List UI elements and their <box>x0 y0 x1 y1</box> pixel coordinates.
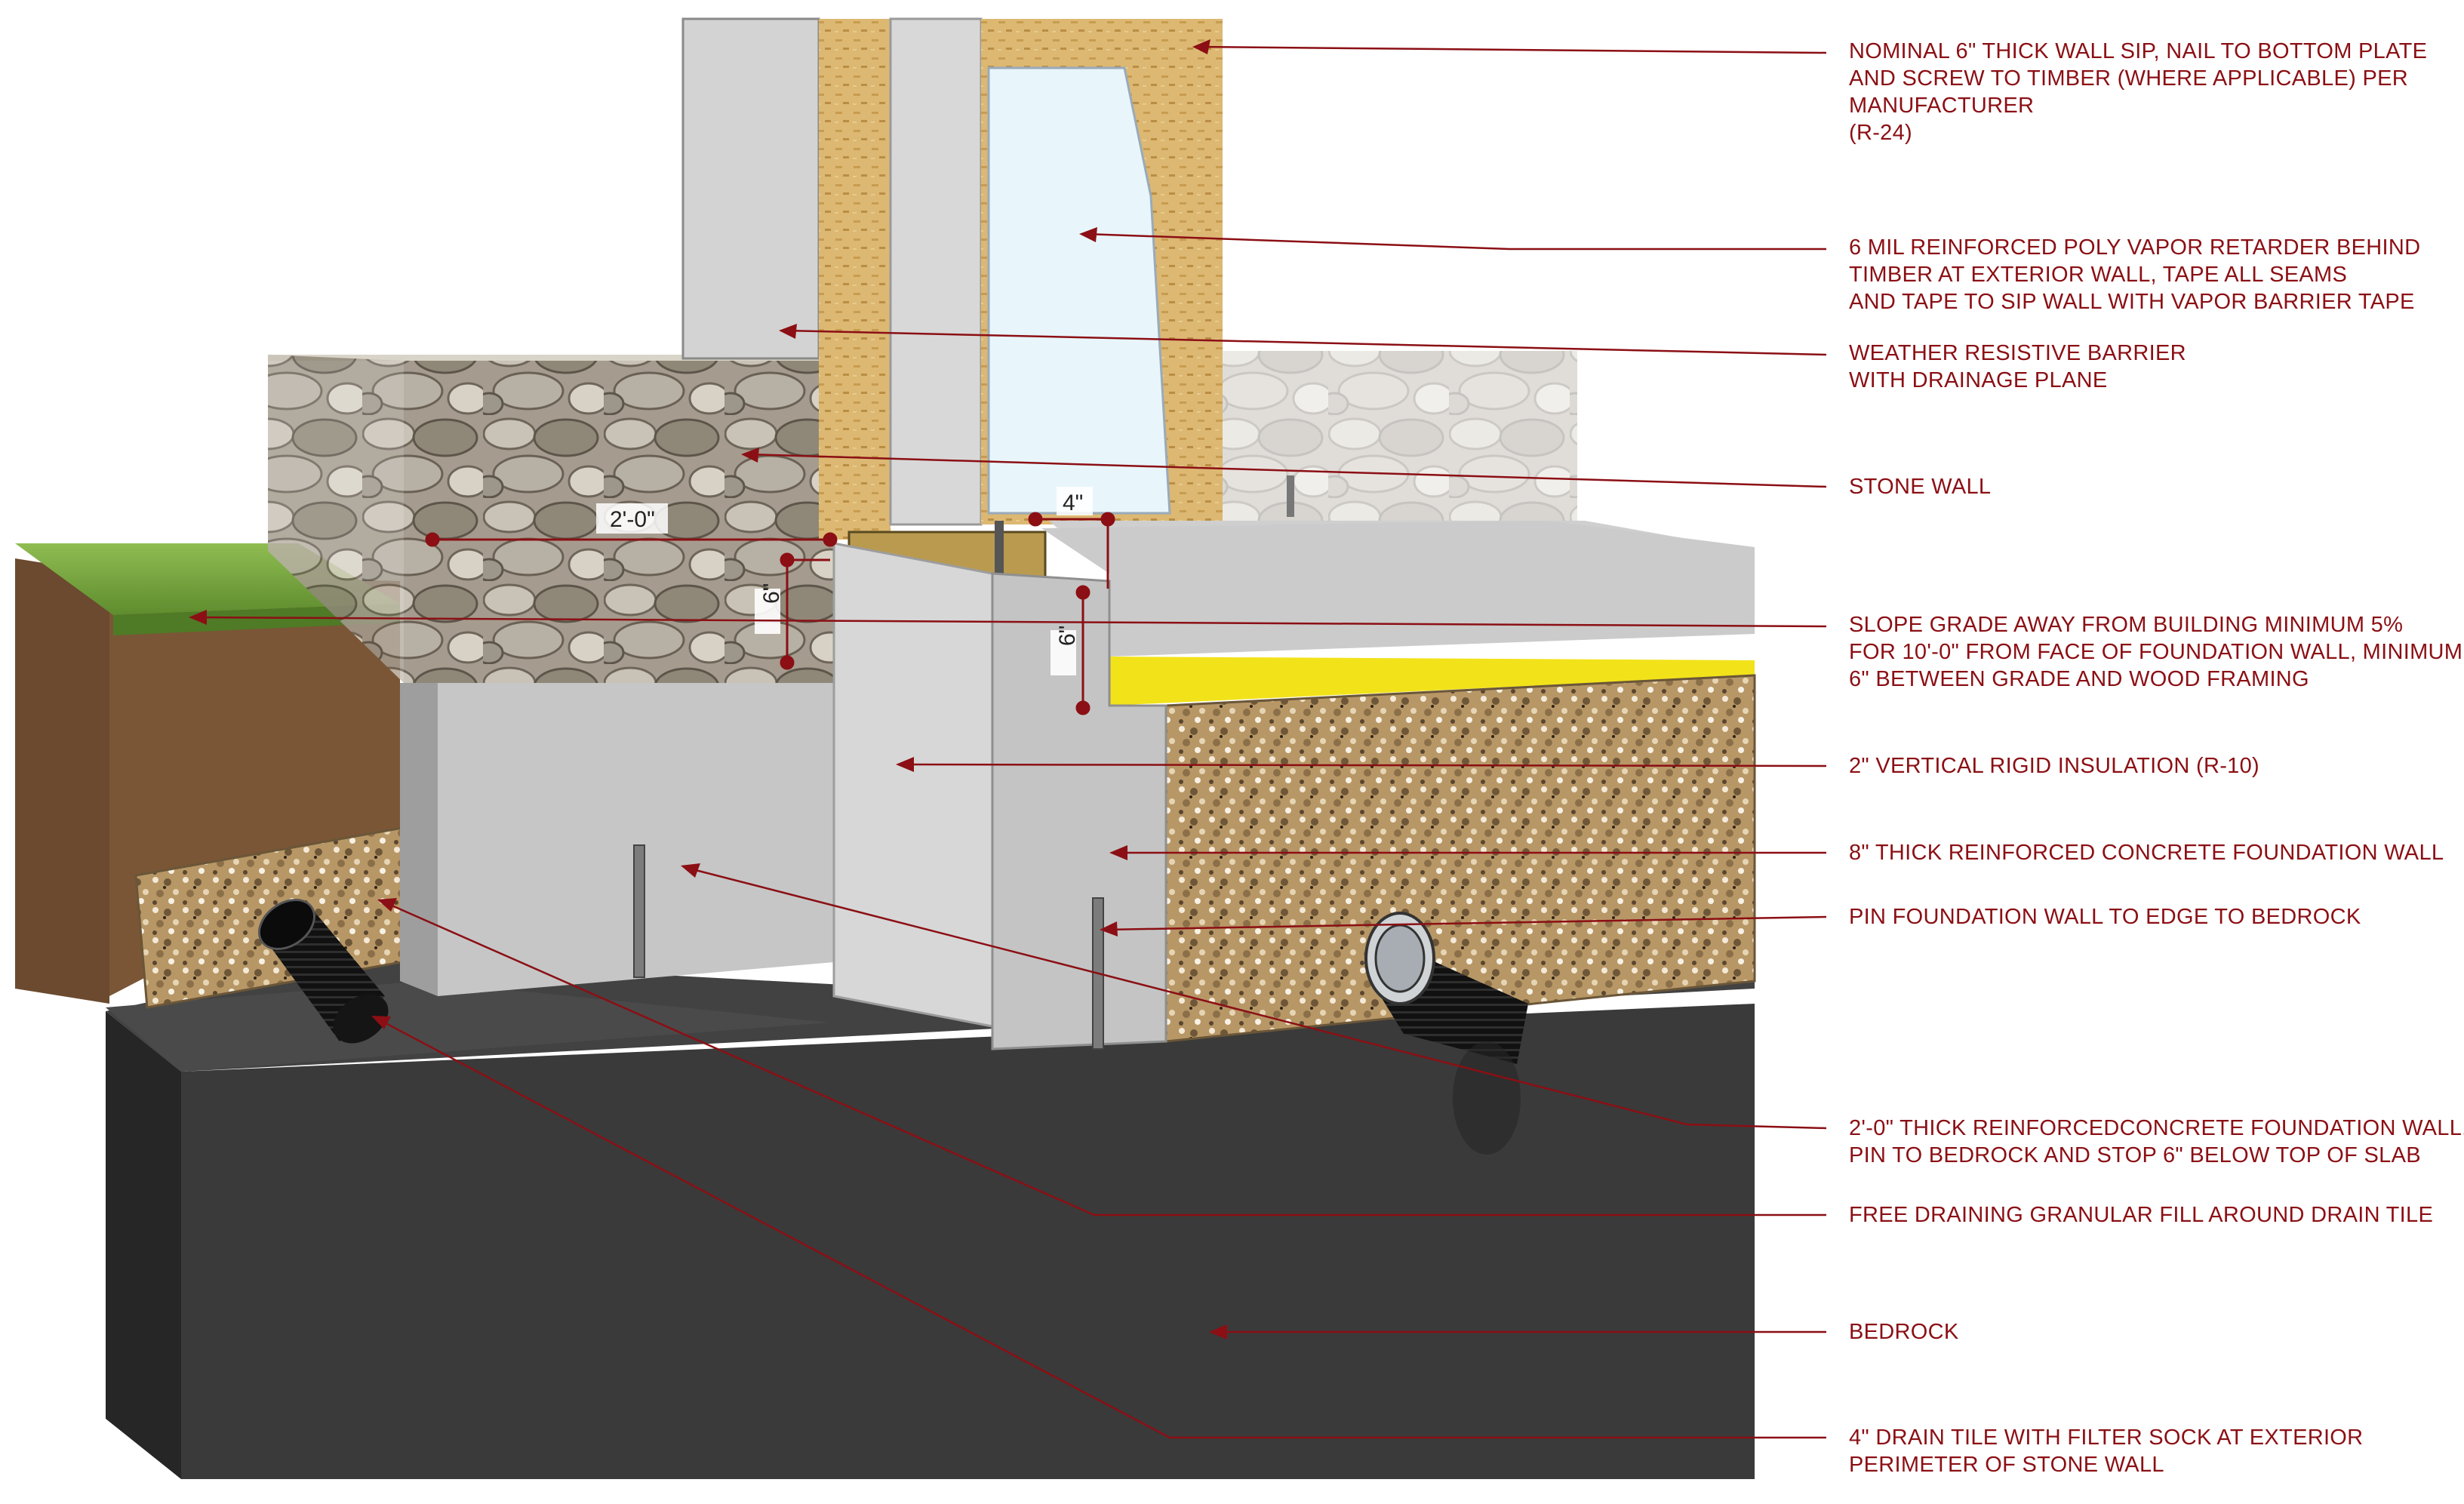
callout-vapor-line-1: 6 MIL REINFORCED POLY VAPOR RETARDER BEH… <box>1849 235 2421 260</box>
dimension-grade-framing <box>780 552 830 670</box>
callout-stone: STONE WALL <box>1849 473 1991 500</box>
sip-timber-post <box>889 17 983 526</box>
concrete-foundation-24-side <box>400 683 438 996</box>
slab-edge-insulation <box>1109 657 1755 706</box>
callout-wrb-line-1: WEATHER RESISTIVE BARRIER <box>1849 341 2186 365</box>
leader-sip <box>1198 45 1827 54</box>
leader-arrowheads <box>189 39 1227 1339</box>
callout-foundation8-line-1: 8" THICK REINFORCED CONCRETE FOUNDATION … <box>1849 841 2444 865</box>
callout-sip-line-2: AND SCREW TO TIMBER (WHERE APPLICABLE) P… <box>1849 66 2408 91</box>
callout-vapor: 6 MIL REINFORCED POLY VAPOR RETARDER BEH… <box>1849 234 2420 315</box>
leader-foundation24 <box>686 866 1827 1130</box>
callout-foundation24: 2'-0" THICK REINFORCEDCONCRETE FOUNDATIO… <box>1849 1115 2464 1169</box>
callout-sip-line-4: (R-24) <box>1849 121 1912 145</box>
bedrock-front <box>181 1004 1755 1479</box>
arrow-stone <box>741 448 759 463</box>
dimension-stone-width-label: 2'-0" <box>610 507 655 532</box>
callout-grade-line-3: 6" BETWEEN GRADE AND WOOD FRAMING <box>1849 667 2309 691</box>
arrow-foundation24 <box>681 863 700 878</box>
callout-foundation8: 8" THICK REINFORCED CONCRETE FOUNDATION … <box>1849 839 2444 866</box>
callout-bedrock: BEDROCK <box>1849 1318 1959 1346</box>
callout-granular-line-1: FREE DRAINING GRANULAR FILL AROUND DRAIN… <box>1849 1203 2434 1227</box>
leader-wrb <box>784 329 1827 356</box>
dimension-label-bg-drop <box>1051 630 1076 675</box>
arrow-foundation8 <box>1109 845 1127 860</box>
anchor-bolt <box>995 521 1004 574</box>
callout-vapor-line-3: AND TAPE TO SIP WALL WITH VAPOR BARRIER … <box>1849 290 2415 314</box>
drain-tile-right <box>1364 912 1528 1155</box>
stone-wall-side <box>268 355 404 683</box>
dimension-stone-width <box>425 532 838 547</box>
leader-rigid <box>901 763 1827 767</box>
callout-draintile: 4" DRAIN TILE WITH FILTER SOCK AT EXTERI… <box>1849 1424 2363 1478</box>
soil-block <box>15 558 109 1004</box>
arrow-granular <box>377 898 397 912</box>
stone-wall-background <box>1207 351 1577 524</box>
callout-foundation24-line-1: 2'-0" THICK REINFORCEDCONCRETE FOUNDATIO… <box>1849 1116 2464 1140</box>
sip-osb-outer <box>819 19 891 540</box>
arrow-draintile <box>371 1016 391 1029</box>
callout-grade: SLOPE GRADE AWAY FROM BUILDING MINIMUM 5… <box>1849 611 2462 693</box>
leader-lines <box>194 45 1827 1439</box>
vapor-retarder-window <box>987 66 1171 515</box>
dimension-slab-drop-label: 6" <box>1055 626 1080 646</box>
callout-foundation24-line-2: PIN TO BEDROCK AND STOP 6" BELOW TOP OF … <box>1849 1143 2421 1167</box>
callout-pin-line-1: PIN FOUNDATION WALL TO EDGE TO BEDROCK <box>1849 905 2361 929</box>
sip-panel-left <box>681 17 820 360</box>
callout-sip-line-1: NOMINAL 6" THICK WALL SIP, NAIL TO BOTTO… <box>1849 39 2428 63</box>
dimension-label-bg-offset <box>1057 487 1093 515</box>
anchor-bolt-back <box>1287 475 1294 517</box>
callout-draintile-line-2: PERIMETER OF STONE WALL <box>1849 1453 2164 1477</box>
arrow-grade <box>189 610 207 625</box>
dimension-grade-framing-label: 6" <box>759 583 784 604</box>
arrow-pin <box>1100 921 1118 937</box>
grass-front <box>113 604 400 635</box>
leader-granular <box>383 900 1826 1216</box>
callout-vapor-line-2: TIMBER AT EXTERIOR WALL, TAPE ALL SEAMS <box>1849 263 2348 287</box>
bedrock-side <box>106 1011 181 1479</box>
rigid-insulation <box>832 542 994 1028</box>
arrow-rigid <box>896 757 914 772</box>
dimension-label-bg-stone <box>596 503 668 534</box>
dimension-label-bg-grade <box>755 589 780 634</box>
callout-grade-line-2: FOR 10'-0" FROM FACE OF FOUNDATION WALL,… <box>1849 640 2463 664</box>
callout-sip-line-3: MANUFACTURER <box>1849 94 2035 118</box>
drain-tile-left <box>258 899 389 1044</box>
callout-pin: PIN FOUNDATION WALL TO EDGE TO BEDROCK <box>1849 903 2361 930</box>
arrow-bedrock <box>1209 1324 1227 1339</box>
slab-top-main <box>1041 521 1755 657</box>
callout-rigid-line-1: 2" VERTICAL RIGID INSULATION (R-10) <box>1849 754 2259 778</box>
callout-bedrock-line-1: BEDROCK <box>1849 1320 1959 1344</box>
pin-rebar-left <box>633 844 645 978</box>
leader-grade <box>194 616 1827 628</box>
callout-draintile-line-1: 4" DRAIN TILE WITH FILTER SOCK AT EXTERI… <box>1849 1426 2364 1450</box>
dimension-slab-offset-label: 4" <box>1063 491 1083 515</box>
callout-stone-line-1: STONE WALL <box>1849 475 1992 499</box>
concrete-foundation-24 <box>400 683 834 996</box>
bedrock-top-plane <box>106 981 830 1072</box>
callout-granular: FREE DRAINING GRANULAR FILL AROUND DRAIN… <box>1849 1201 2433 1229</box>
arrow-sip <box>1192 39 1210 54</box>
callout-grade-line-1: SLOPE GRADE AWAY FROM BUILDING MINIMUM 5… <box>1849 613 2404 637</box>
callout-rigid: 2" VERTICAL RIGID INSULATION (R-10) <box>1849 752 2259 780</box>
leader-vapor <box>1084 232 1826 251</box>
callout-sip: NOMINAL 6" THICK WALL SIP, NAIL TO BOTTO… <box>1849 38 2427 146</box>
arrow-wrb <box>779 324 797 339</box>
leader-draintile <box>377 1017 1826 1439</box>
dimension-slab-drop <box>1075 585 1090 715</box>
arrow-vapor <box>1079 227 1097 242</box>
leader-stone <box>746 453 1827 488</box>
dimension-slab-offset <box>1028 512 1115 589</box>
callout-wrb: WEATHER RESISTIVE BARRIER WITH DRAINAGE … <box>1849 340 2186 394</box>
leader-pin <box>1105 915 1827 931</box>
callout-wrb-line-2: WITH DRAINAGE PLANE <box>1849 368 2108 392</box>
